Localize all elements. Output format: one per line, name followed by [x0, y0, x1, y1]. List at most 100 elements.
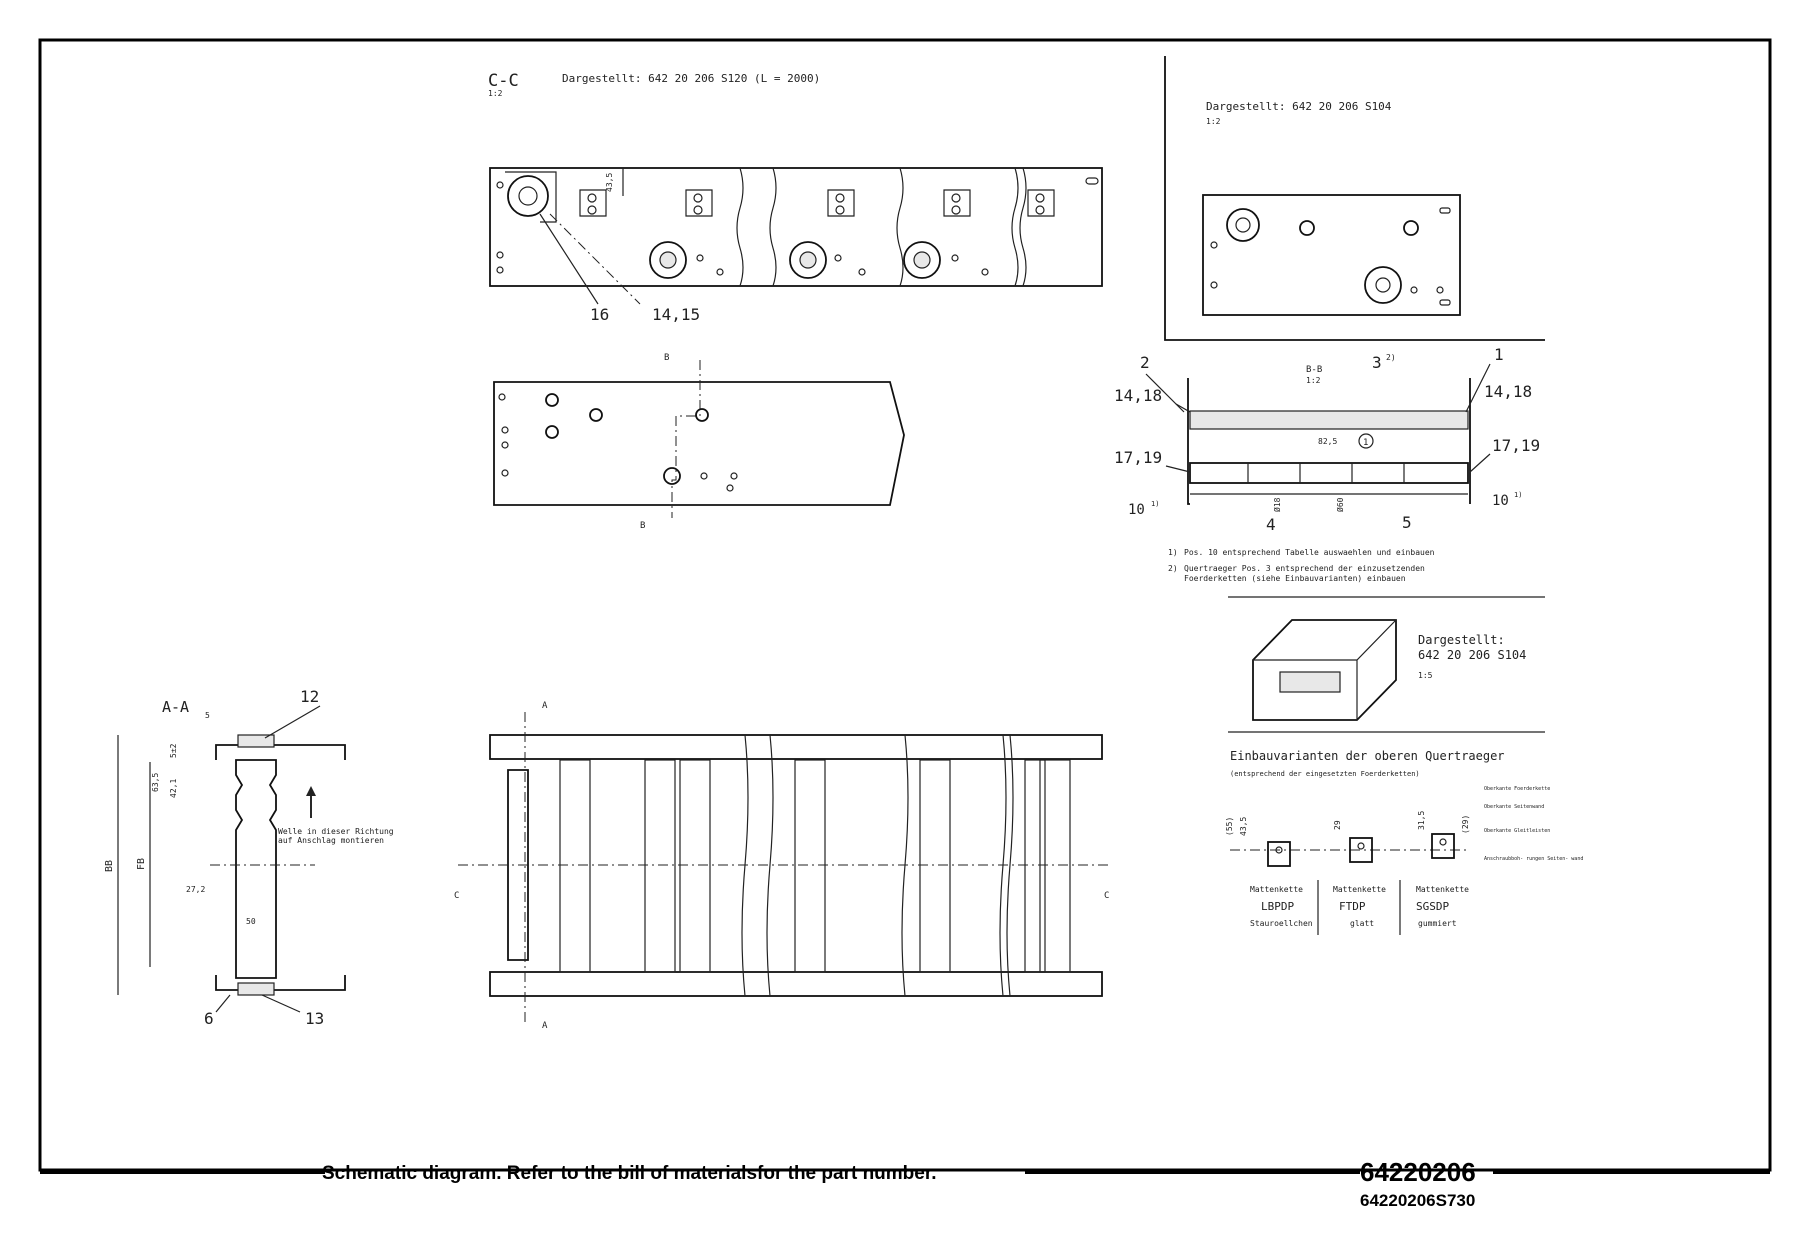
variants-subtitle: (entsprechend der eingesetzten Foerderke…	[1230, 770, 1420, 778]
break-line	[736, 167, 744, 287]
variant-2-type: Mattenkette	[1333, 885, 1386, 894]
variant-2-code: FTDP	[1339, 900, 1366, 913]
break-line	[1019, 167, 1027, 287]
plan-marker-c-left: C	[454, 891, 459, 901]
marker-b-bottom: B	[640, 521, 645, 531]
bb-circle-1	[1358, 433, 1374, 449]
bb-callout-10-note-left: 1)	[1151, 500, 1159, 508]
plan-view: A A C C	[454, 701, 1110, 1031]
variants-legend-4: Anschraubboh- rungen Seiten- wand	[1484, 856, 1583, 862]
bearing-bore	[518, 186, 538, 206]
hole	[545, 425, 559, 439]
variant-block-3	[1431, 833, 1455, 859]
aa-shaft	[235, 759, 277, 979]
iso-shown-number: 642 20 206 S104	[1418, 648, 1526, 662]
aa-note-line2: auf Anschlag montieren	[278, 836, 384, 845]
top-right-scale: 1:2	[1206, 117, 1221, 126]
variant-3-type: Mattenkette	[1416, 885, 1469, 894]
side-plate-view: B B	[493, 353, 905, 531]
bearing	[1226, 208, 1260, 242]
bb-crossbeam	[1189, 410, 1469, 430]
aa-bottom-bearing	[237, 982, 275, 996]
iso-scale: 1:5	[1418, 671, 1433, 680]
variants-dim-315: 31,5	[1417, 811, 1426, 830]
top-right-view: Dargestellt: 642 20 206 S104 1:2	[1164, 56, 1545, 341]
view-cc-shown-label: Dargestellt: 642 20 206 S120 (L = 2000)	[562, 72, 820, 85]
note-1-mark: 1)	[1168, 548, 1178, 557]
bb-callout-10-note-right: 1)	[1514, 491, 1522, 499]
callout-16: 16	[590, 305, 609, 324]
variants-dim-29b: (29)	[1461, 815, 1470, 834]
note-2-mark: 2)	[1168, 564, 1178, 573]
bb-side-walls	[1187, 378, 1471, 505]
top-right-shown: Dargestellt: 642 20 206 S104	[1206, 100, 1392, 113]
variants-dim-435: 43,5	[1239, 817, 1248, 836]
note-1-text: Pos. 10 entsprechend Tabelle auswaehlen …	[1184, 548, 1435, 557]
dim-435: 43,5	[605, 173, 614, 192]
variant-1-type: Mattenkette	[1250, 885, 1303, 894]
variant-2-desc: glatt	[1350, 919, 1374, 928]
view-cc: C-C 1:2 Dargestellt: 642 20 206 S120 (L …	[488, 71, 1103, 324]
plan-shaft	[507, 769, 529, 961]
leader-16	[539, 213, 599, 305]
aa-dim-5: 5	[205, 711, 210, 720]
roller-circles	[649, 241, 941, 279]
side-plate-outline	[493, 381, 905, 506]
bb-callout-1418-left: 14,18	[1114, 386, 1162, 405]
variant-1-desc: Stauroellchen	[1250, 919, 1313, 928]
aa-dim-272: 27,2	[186, 885, 205, 894]
view-frame	[1164, 56, 1545, 341]
footer: Schematic diagram. Refer to the bill of …	[40, 1157, 1770, 1210]
variant-block-2	[1349, 837, 1373, 863]
slot-hole	[1085, 177, 1099, 185]
bb-callout-4: 4	[1266, 515, 1276, 534]
aa-title: A-A	[162, 698, 189, 716]
iso-body	[1252, 619, 1397, 721]
leader-1415	[549, 213, 641, 305]
aa-profile	[215, 744, 346, 991]
variants-legend-3: Oberkante Gleitleisten	[1484, 828, 1550, 834]
variant-3-code: SGSDP	[1416, 900, 1449, 913]
section-aa: A-A BB FB 5 5±2 63,5 42,1 27,2 50 12 6 1…	[104, 687, 394, 1028]
hole	[545, 393, 559, 407]
plan-marker-a-bottom: A	[542, 1021, 548, 1031]
small-holes	[496, 181, 989, 276]
aa-dim-50: 50	[246, 917, 256, 926]
bb-title: B-B	[1306, 365, 1322, 375]
variants-legend-1: Oberkante Foerderkette	[1484, 786, 1550, 792]
hole	[589, 408, 603, 422]
aa-callout-6: 6	[204, 1009, 214, 1028]
bearing-plate	[505, 171, 557, 223]
iso-roller	[1279, 671, 1341, 693]
iso-view: Dargestellt: 642 20 206 S104 1:5	[1228, 619, 1545, 733]
bb-dim-18: Ø18	[1272, 497, 1282, 512]
variants-dim-55: (55)	[1225, 817, 1234, 836]
sheet-border	[38, 38, 1772, 1172]
bearing-housing	[507, 175, 549, 217]
aa-note-line1: Welle in dieser Richtung	[278, 827, 394, 836]
aa-dim-421: 42,1	[169, 779, 178, 798]
variant-3-desc: gummiert	[1418, 919, 1457, 928]
variants: Einbauvarianten der oberen Quertraeger (…	[1225, 749, 1583, 935]
callout-1415: 14,15	[652, 305, 700, 324]
brackets	[579, 189, 1055, 217]
marker-b-top: B	[664, 353, 669, 363]
bb-callout-1719-right: 17,19	[1492, 436, 1540, 455]
bb-callout-10-right: 10	[1492, 493, 1509, 509]
cut-line-bb	[671, 360, 701, 518]
bb-callout-3-note: 2)	[1386, 353, 1396, 362]
section-bb: B-B 1:2 2 3 2) 1 14,18 14,18 17,19 17,19…	[1114, 345, 1540, 534]
aa-dim-bb: BB	[104, 860, 115, 872]
iso-shown-label: Dargestellt:	[1418, 633, 1505, 647]
bb-scale: 1:2	[1306, 376, 1321, 385]
bb-callout-1: 1	[1494, 345, 1504, 364]
aa-callout-13: 13	[305, 1009, 324, 1028]
plan-marker-c-right: C	[1104, 891, 1109, 901]
part-number: 64220206	[1360, 1157, 1476, 1187]
footer-caption: Schematic diagram. Refer to the bill of …	[322, 1163, 936, 1184]
bb-callout-3: 3	[1372, 353, 1382, 372]
iso-edges	[1253, 619, 1397, 720]
break-line	[769, 167, 777, 287]
bb-callout-5: 5	[1402, 513, 1412, 532]
note-2b-text: Foerderketten (siehe Einbauvarianten) ei…	[1184, 574, 1406, 583]
